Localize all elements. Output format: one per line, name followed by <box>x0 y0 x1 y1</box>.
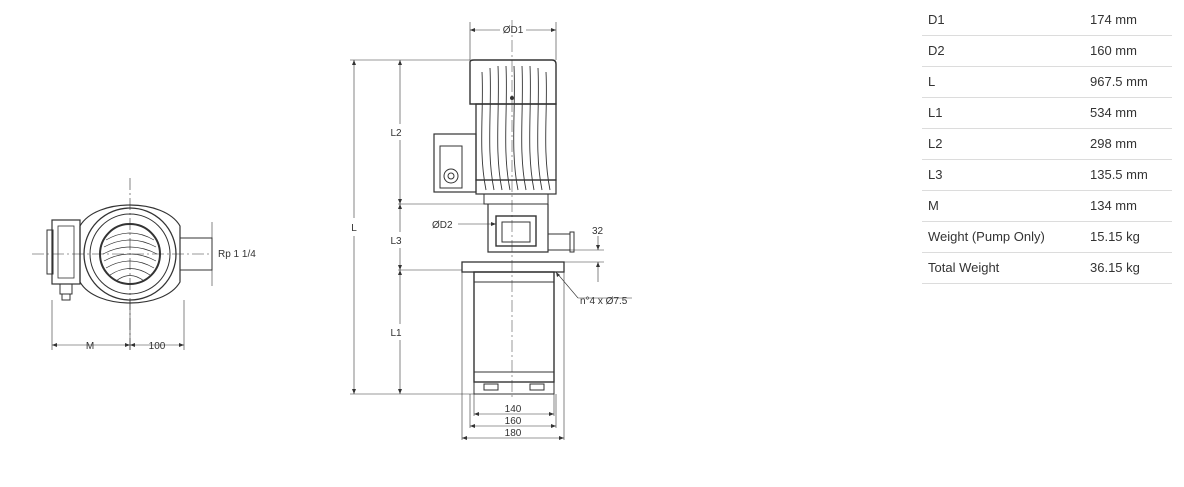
table-row: M 134 mm <box>922 190 1172 222</box>
table-row: L 967.5 mm <box>922 66 1172 98</box>
front-view <box>350 20 632 440</box>
spec-value: 534 mm <box>1090 97 1172 129</box>
label-m: M <box>86 341 94 352</box>
label-l3: L3 <box>390 236 402 247</box>
spec-label: L1 <box>922 97 1090 129</box>
label-d2: ØD2 <box>432 220 453 231</box>
spec-value: 134 mm <box>1090 190 1172 222</box>
spec-value: 160 mm <box>1090 35 1172 67</box>
pump-dimension-drawing: M 100 Rp 1 1/4 ØD1 L L2 L3 L1 ØD2 32 n°4… <box>32 20 632 440</box>
label-l: L <box>351 223 357 234</box>
label-l2: L2 <box>390 128 402 139</box>
spec-value: 298 mm <box>1090 128 1172 160</box>
spec-label: Total Weight <box>922 252 1090 284</box>
spec-label: D1 <box>922 4 1090 36</box>
spec-label: D2 <box>922 35 1090 67</box>
label-l1: L1 <box>390 328 402 339</box>
table-row: Weight (Pump Only) 15.15 kg <box>922 221 1172 253</box>
spec-value: 36.15 kg <box>1090 252 1172 284</box>
table-row: L1 534 mm <box>922 97 1172 129</box>
specifications-table: D1 174 mm D2 160 mm L 967.5 mm L1 534 mm… <box>922 4 1172 284</box>
table-row: L2 298 mm <box>922 128 1172 160</box>
spec-value: 15.15 kg <box>1090 221 1172 253</box>
table-row: Total Weight 36.15 kg <box>922 252 1172 284</box>
label-rp: Rp 1 1/4 <box>218 249 256 260</box>
spec-label: M <box>922 190 1090 222</box>
label-dim-100: 100 <box>149 341 166 352</box>
table-row: D1 174 mm <box>922 4 1172 36</box>
top-view <box>32 178 213 350</box>
spec-value: 135.5 mm <box>1090 159 1172 191</box>
spec-label: L2 <box>922 128 1090 160</box>
label-d1: ØD1 <box>503 25 524 36</box>
label-holes: n°4 x Ø7.5 <box>580 296 628 307</box>
label-dim-160: 160 <box>505 416 522 427</box>
spec-label: L3 <box>922 159 1090 191</box>
spec-value: 967.5 mm <box>1090 66 1172 98</box>
spec-label: L <box>922 66 1090 98</box>
table-row: L3 135.5 mm <box>922 159 1172 191</box>
label-dim-140: 140 <box>505 404 522 415</box>
label-dim-32: 32 <box>592 226 604 237</box>
spec-value: 174 mm <box>1090 4 1172 36</box>
spec-label: Weight (Pump Only) <box>922 221 1090 253</box>
label-dim-180: 180 <box>505 428 522 439</box>
table-row: D2 160 mm <box>922 35 1172 67</box>
